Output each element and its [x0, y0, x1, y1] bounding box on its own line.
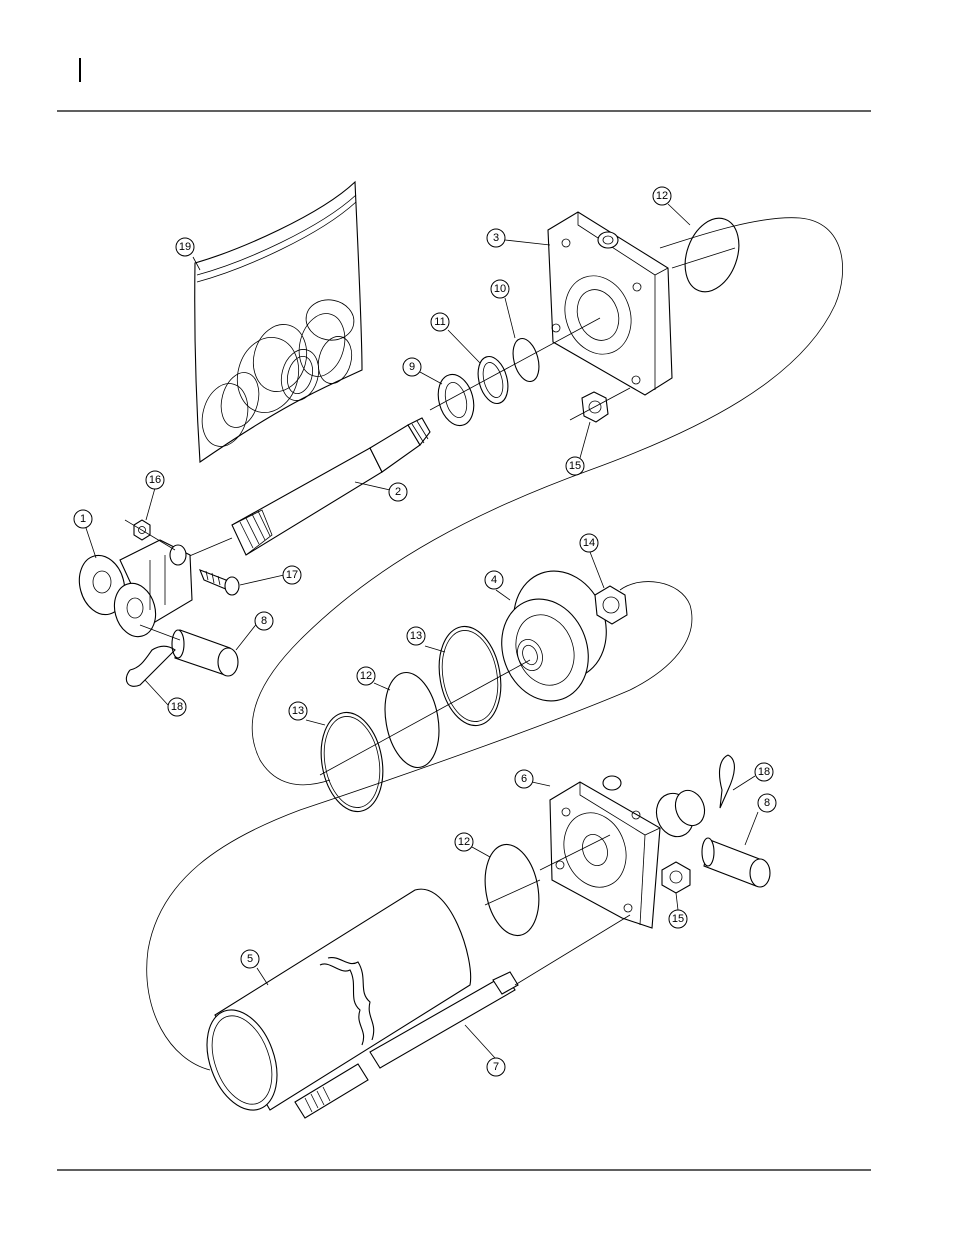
rod-seals-upper	[429, 317, 601, 427]
callout-label: 8	[764, 797, 770, 809]
callout-14: 14	[579, 533, 599, 553]
callout-10: 10	[490, 279, 510, 299]
callout-2: 2	[388, 482, 408, 502]
callout-label: 19	[179, 241, 191, 253]
callout-18-lower: 18	[754, 762, 774, 782]
piston-nut	[594, 585, 628, 625]
piston-seals	[319, 625, 531, 813]
hair-pin-lower	[718, 754, 735, 809]
callout-12-top: 12	[652, 186, 672, 206]
callout-label: 11	[434, 316, 445, 328]
seal-kit-bag	[194, 180, 363, 464]
callout-label: 3	[493, 232, 499, 244]
cylinder-barrel	[206, 888, 472, 1111]
callout-label: 2	[395, 486, 401, 498]
callout-8-lower: 8	[757, 793, 777, 813]
callout-label: 1	[80, 513, 86, 525]
callout-label: 15	[672, 913, 684, 925]
callout-label: 12	[656, 190, 668, 202]
piston-rod	[179, 417, 431, 561]
piston	[501, 570, 607, 702]
callout-12-middle: 12	[356, 666, 376, 686]
header-rule	[57, 58, 871, 112]
callout-12-lower: 12	[454, 832, 474, 852]
callout-label: 16	[149, 474, 161, 486]
callout-1: 1	[73, 509, 93, 529]
callout-label: 12	[360, 670, 372, 682]
assembly-outline-upper	[251, 217, 843, 786]
tie-rod	[294, 914, 631, 1119]
callout-label: 7	[493, 1061, 499, 1073]
callout-13-upper: 13	[406, 626, 426, 646]
callout-18-upper: 18	[167, 697, 187, 717]
callout-6: 6	[514, 769, 534, 789]
callout-label: 13	[410, 630, 422, 642]
head-end-cap	[547, 211, 673, 396]
callout-7: 7	[486, 1057, 506, 1077]
callout-label: 18	[171, 701, 183, 713]
hair-pin-upper	[125, 645, 176, 687]
callout-label: 13	[292, 705, 304, 717]
callout-label: 10	[494, 283, 506, 295]
callout-13-lower: 13	[288, 701, 308, 721]
callout-15-top: 15	[565, 456, 585, 476]
clevis-bolt	[199, 569, 240, 596]
callout-label: 4	[491, 574, 497, 586]
callout-label: 17	[286, 569, 298, 581]
callout-5: 5	[240, 949, 260, 969]
callout-label: 18	[758, 766, 770, 778]
base-end-cap	[539, 775, 706, 929]
callout-17: 17	[282, 565, 302, 585]
clevis-pin-upper	[139, 624, 239, 677]
callout-4: 4	[484, 570, 504, 590]
o-ring-lower	[484, 843, 540, 937]
hex-nut-lower	[661, 861, 691, 894]
callout-label: 15	[569, 460, 581, 472]
hex-nut-top	[569, 387, 631, 423]
callout-label: 9	[409, 361, 415, 373]
clevis-pin-lower	[701, 837, 771, 888]
callout-3: 3	[486, 228, 506, 248]
rod-clevis	[78, 539, 193, 638]
callout-label: 8	[261, 615, 267, 627]
o-ring-top	[684, 217, 740, 293]
assembly-outline-middle	[146, 581, 693, 1071]
callout-label: 5	[247, 953, 253, 965]
callout-label: 12	[458, 836, 470, 848]
callout-15-lower: 15	[668, 909, 688, 929]
callout-16: 16	[145, 470, 165, 490]
callout-label: 6	[521, 773, 527, 785]
callout-9: 9	[402, 357, 422, 377]
callout-19: 19	[175, 237, 195, 257]
callout-label: 14	[583, 537, 595, 549]
callout-8-upper: 8	[254, 611, 274, 631]
leader-lines	[85, 203, 759, 1059]
jam-nut-small	[124, 519, 176, 551]
callout-11: 11	[430, 312, 450, 332]
